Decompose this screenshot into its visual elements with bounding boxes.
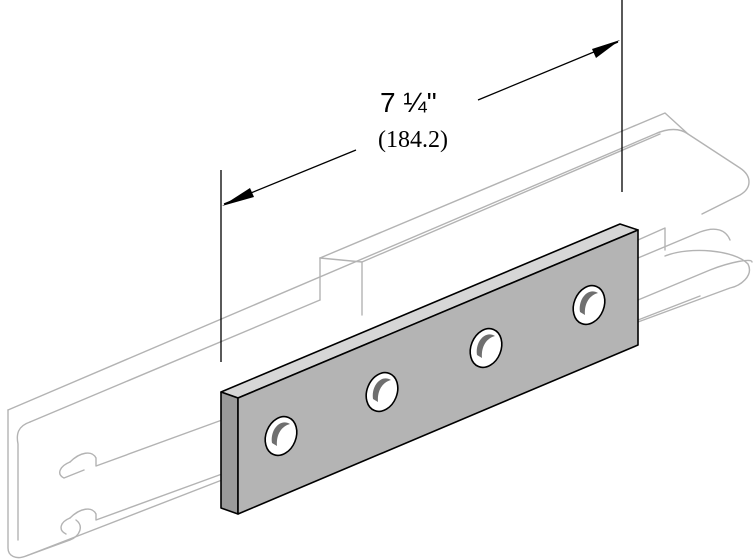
channel-lip-lower	[69, 473, 223, 521]
dimension-metric-label: (184.2)	[378, 127, 448, 153]
hole-1	[264, 415, 298, 457]
plate-side-edge	[220, 391, 239, 515]
length-dimension: 7 ¼" (184.2)	[220, 0, 623, 362]
channel-end-profile	[7, 409, 85, 559]
channel-lip-lower-far	[637, 259, 753, 301]
hole-2	[365, 371, 399, 413]
channel-top-back-edge	[7, 128, 750, 411]
channel-joint-line	[319, 257, 363, 316]
dimension-imperial-label: 7 ¼"	[380, 87, 437, 118]
arrowhead-left	[222, 188, 254, 206]
channel-top-front-edge	[29, 299, 321, 423]
plate-front-face	[237, 229, 639, 515]
hole-4	[572, 284, 606, 326]
channel-lip-upper-far	[637, 228, 731, 259]
channel-lip-upper	[69, 419, 223, 467]
flat-plate	[220, 223, 639, 515]
channel-back-line-upper	[319, 112, 689, 259]
channel-lower-far-curve	[637, 249, 751, 323]
arrowhead-right	[592, 40, 620, 58]
hole-3	[469, 327, 503, 369]
strut-channel	[7, 112, 753, 559]
channel-bottom-edge	[25, 295, 701, 557]
channel-back-face	[637, 227, 666, 251]
